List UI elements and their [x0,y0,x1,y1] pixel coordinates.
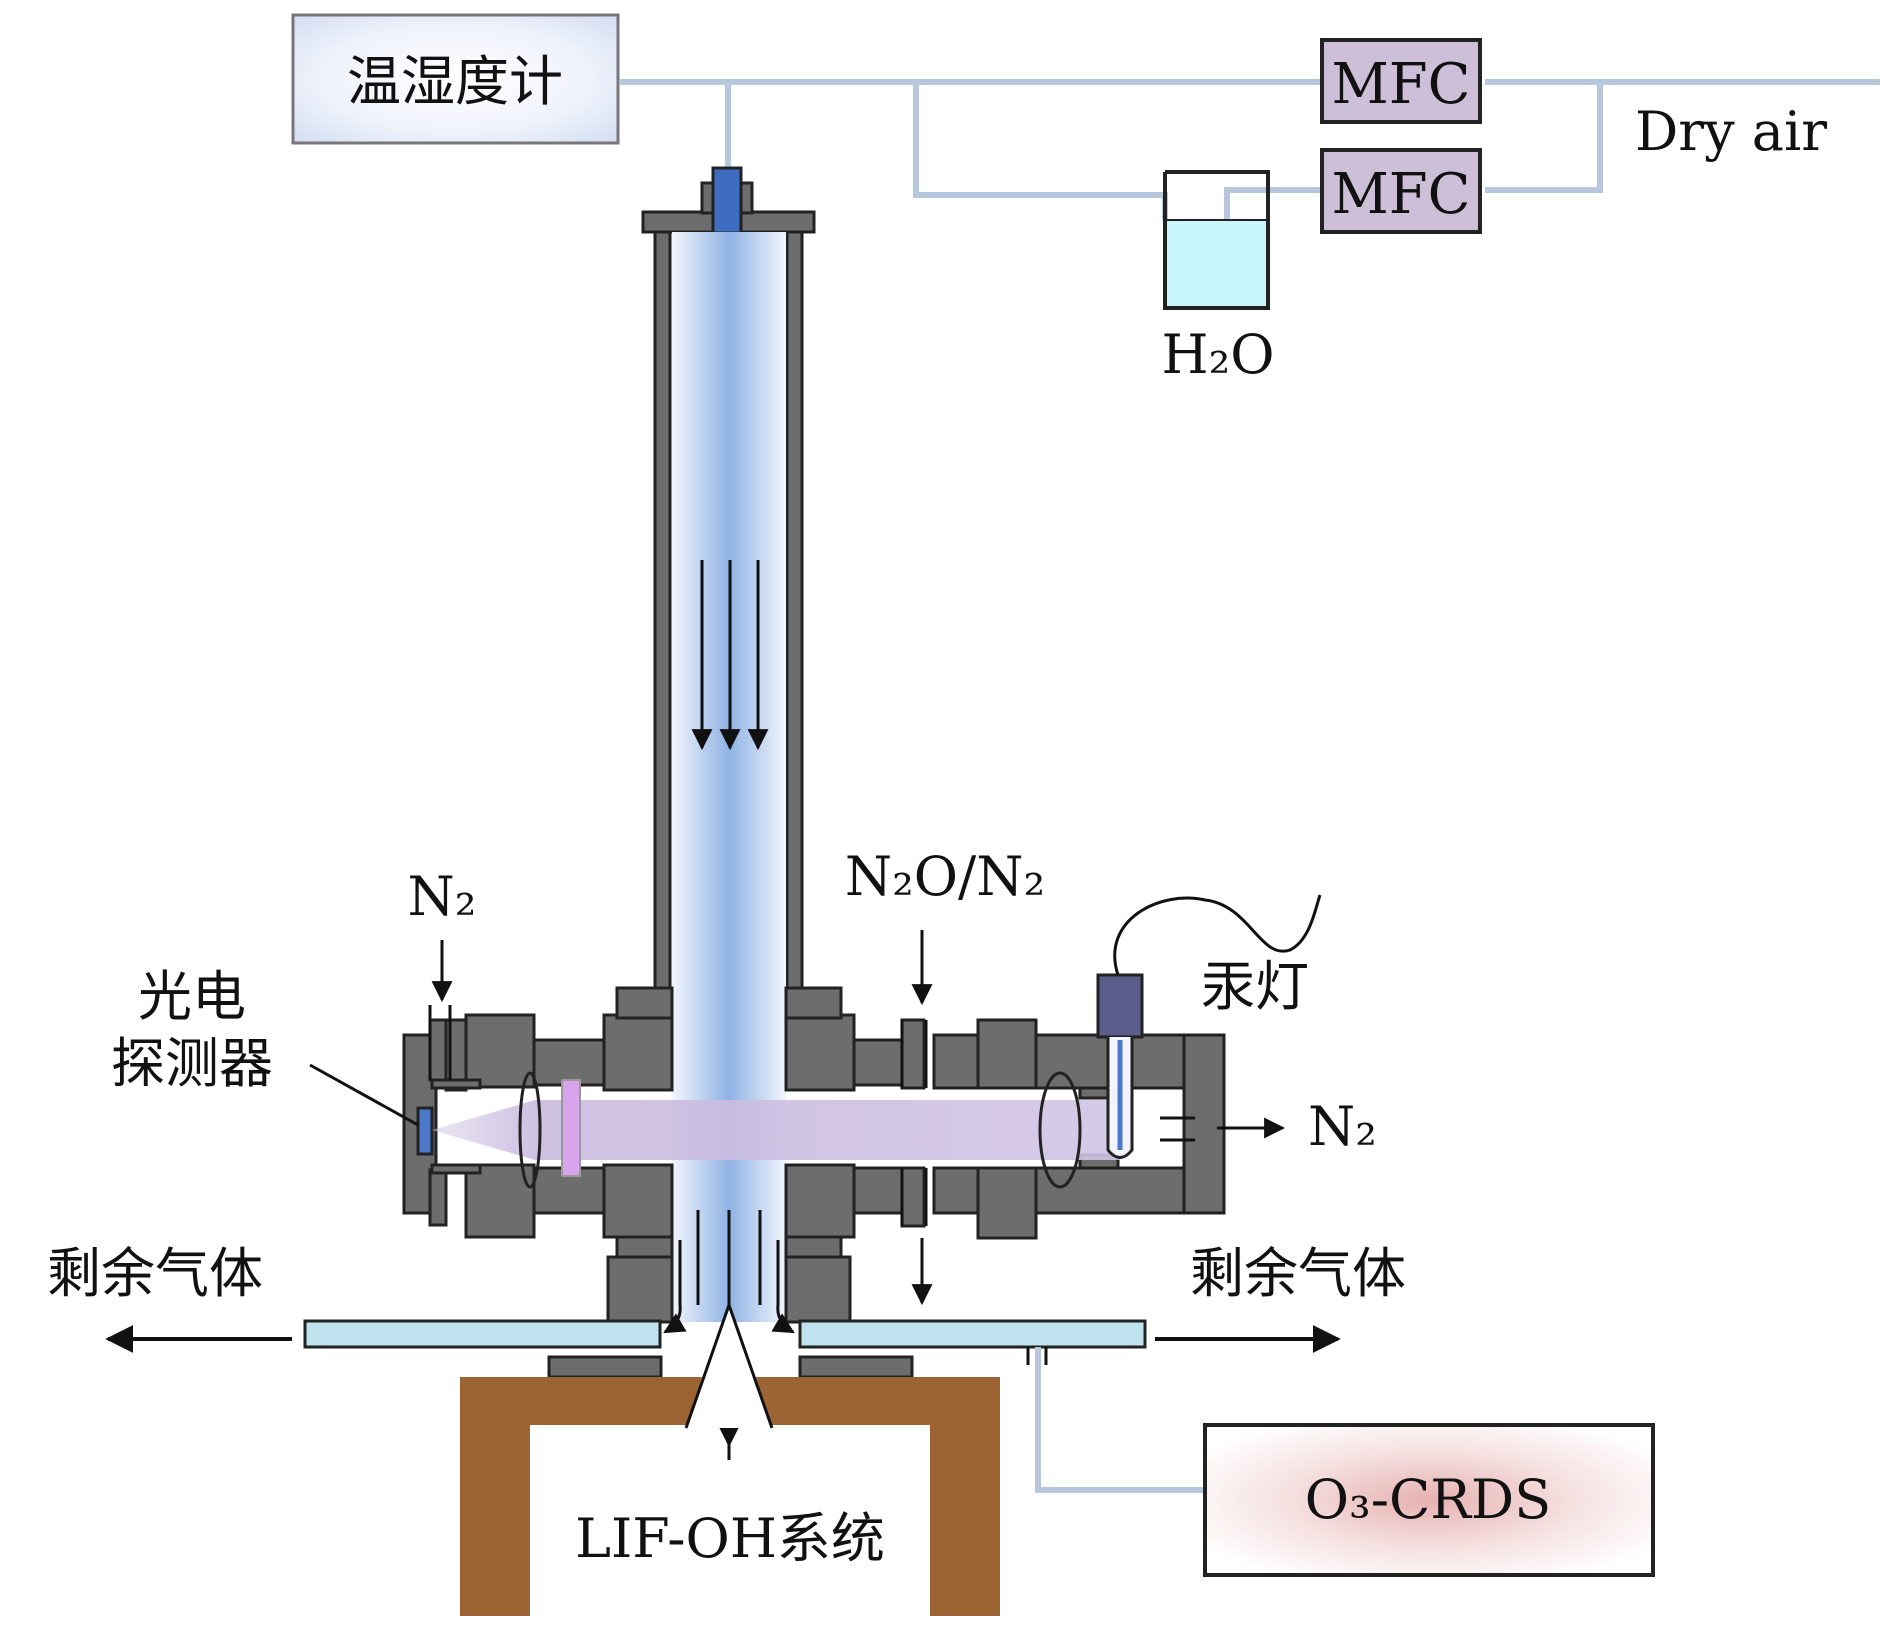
dry-air-label: Dry air [1635,100,1827,163]
photodetector [416,1106,434,1156]
thermo-hygrometer-box: 温湿度计 [291,13,620,145]
photodetector-leader [309,1063,419,1127]
optical-filter [561,1079,581,1177]
n2-outlet-label: N₂ [1308,1095,1377,1158]
exhaust-pipe-left [303,1319,662,1349]
mercury-lamp [1096,894,1322,1159]
flow-direction-arrows [691,560,769,751]
n2-inlet-label: N₂ [408,865,477,928]
mercury-lamp-label: 汞灯 [1201,955,1309,1018]
lif-oh-housing [460,1377,1000,1616]
mfc-bottom-label: MFC [1331,162,1470,227]
detector-cell-left [402,986,674,1239]
light-beam [432,1100,1120,1160]
residual-gas-left-label: 剩余气体 [47,1242,263,1305]
n2-outlet-valve [1160,1116,1195,1142]
mfc-bottom: MFC [1320,148,1482,234]
mfc-top: MFC [1320,38,1482,124]
photodetector-label-line2: 探测器 [111,1032,273,1095]
residual-gas-right-label: 剩余气体 [1190,1242,1406,1305]
water-bubbler: H₂O [1161,170,1275,386]
thermo-hygrometer-label: 温湿度计 [347,50,563,113]
exhaust-pipe-right [798,1319,1147,1349]
lens-icon [518,1071,542,1189]
o3-crds-label: O₃-CRDS [1305,1468,1551,1531]
photodetector-label-line1: 光电 [138,965,246,1028]
mfc-top-label: MFC [1331,52,1470,117]
water-label: H₂O [1161,323,1274,386]
gas-supply-lines [620,79,1880,245]
lamp-cell-right [784,986,1226,1240]
crds-sampling-line [1035,1347,1205,1493]
lif-oh-label: LIF-OH系统 [575,1507,885,1570]
inlet-nozzle [684,1300,774,1429]
n2o-n2-label: N₂O/N₂ [845,845,1045,908]
o3-crds-box: O₃-CRDS [1203,1423,1655,1577]
lamp-icon [1096,973,1144,1039]
lens-icon [1038,1071,1082,1189]
